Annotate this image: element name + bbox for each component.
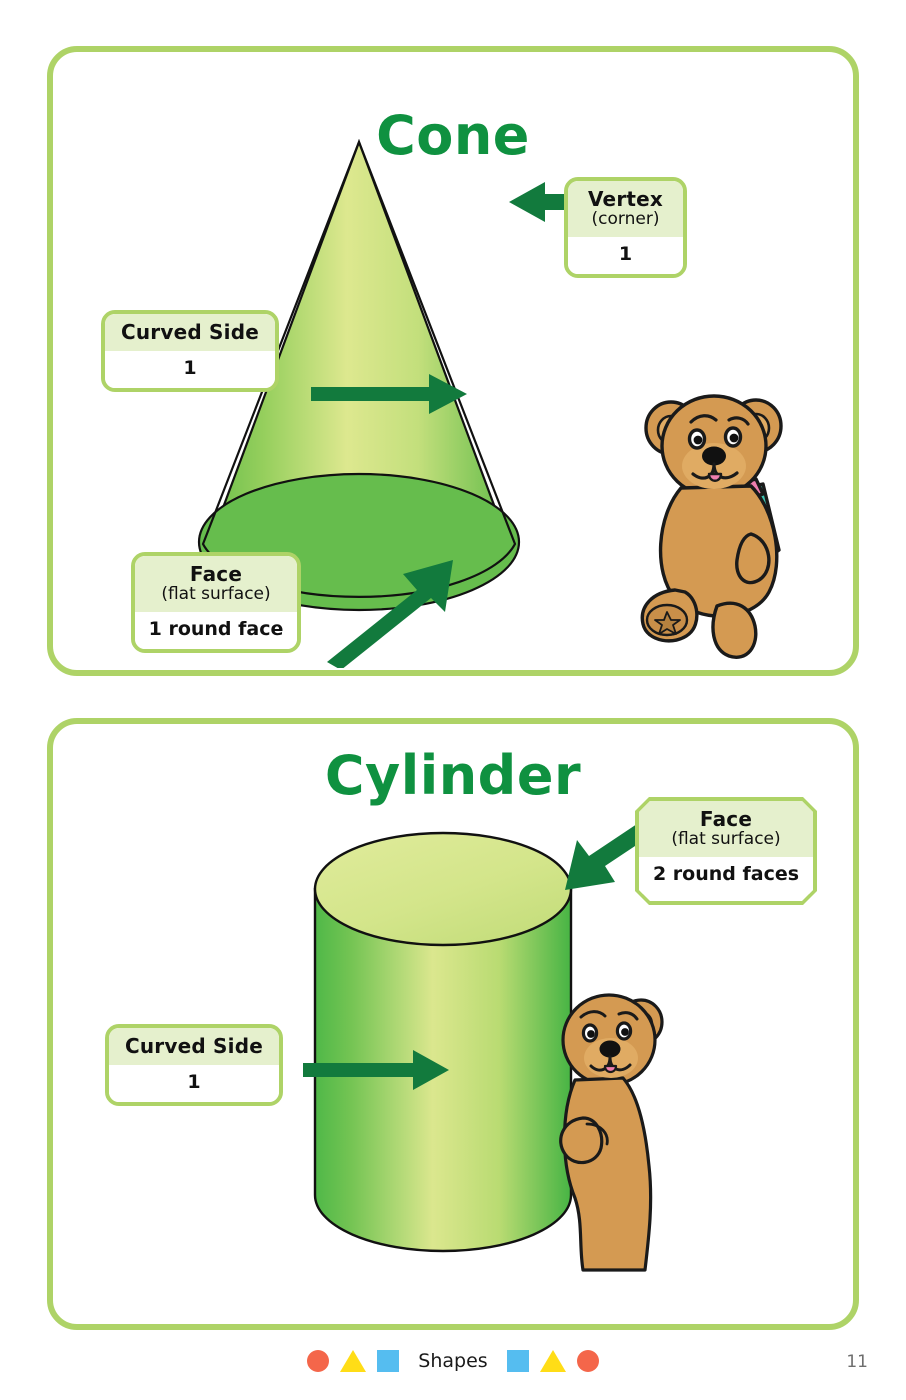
callout-face-value: 1 round face xyxy=(135,612,297,650)
callout-face-subtitle: (flat surface) xyxy=(671,829,781,850)
callout-face-value: 2 round faces xyxy=(639,857,813,894)
arrow-to-curved-side xyxy=(303,1050,449,1090)
callout-curved-side-value: 1 xyxy=(105,351,275,389)
square-icon xyxy=(506,1350,529,1372)
square-icon xyxy=(377,1350,400,1372)
card-cone: Cone xyxy=(47,46,859,676)
callout-curved-side-term: Curved Side xyxy=(124,1034,263,1058)
callout-face-subtitle: (flat surface) xyxy=(161,584,271,605)
callout-vertex: Vertex (corner) 1 xyxy=(564,177,687,279)
arrow-to-curved-side xyxy=(311,374,467,414)
callout-face-header: Face (flat surface) xyxy=(639,801,813,857)
callout-curved-side-value: 1 xyxy=(109,1065,279,1103)
callout-face-header: Face (flat surface) xyxy=(135,556,297,613)
callout-curved-side-header: Curved Side xyxy=(105,314,275,352)
callout-face: Face (flat surface) 2 round faces xyxy=(635,797,817,905)
footer-label: Shapes xyxy=(418,1350,488,1372)
callout-vertex-value: 1 xyxy=(568,237,683,275)
page-number: 11 xyxy=(846,1352,868,1372)
triangle-icon xyxy=(539,1350,566,1372)
triangle-icon xyxy=(340,1350,367,1372)
teddy-bear-peeking-icon xyxy=(559,993,664,1272)
callout-vertex-header: Vertex (corner) xyxy=(568,181,683,238)
circle-icon xyxy=(576,1350,599,1372)
arrow-to-face xyxy=(327,560,453,668)
callout-vertex-term: Vertex xyxy=(587,187,664,211)
callout-face-term: Face xyxy=(189,562,243,586)
callout-curved-side: Curved Side 1 xyxy=(105,1024,283,1107)
callout-face: Face (flat surface) 1 round face xyxy=(131,552,301,654)
page-title-cone: Cone xyxy=(376,104,530,167)
page-title-cylinder: Cylinder xyxy=(324,744,582,807)
callout-face-inner: Face (flat surface) 2 round faces xyxy=(639,801,813,901)
card-cylinder: Cylinder xyxy=(47,718,859,1330)
callout-curved-side-header: Curved Side xyxy=(109,1028,279,1066)
footer: Shapes xyxy=(0,1344,906,1378)
callout-vertex-subtitle: (corner) xyxy=(591,209,660,230)
teddy-bear-walking-icon xyxy=(640,394,783,659)
circle-icon xyxy=(307,1350,330,1372)
callout-curved-side-term: Curved Side xyxy=(120,320,259,344)
callout-face-term: Face xyxy=(699,807,753,831)
callout-curved-side: Curved Side 1 xyxy=(101,310,279,393)
